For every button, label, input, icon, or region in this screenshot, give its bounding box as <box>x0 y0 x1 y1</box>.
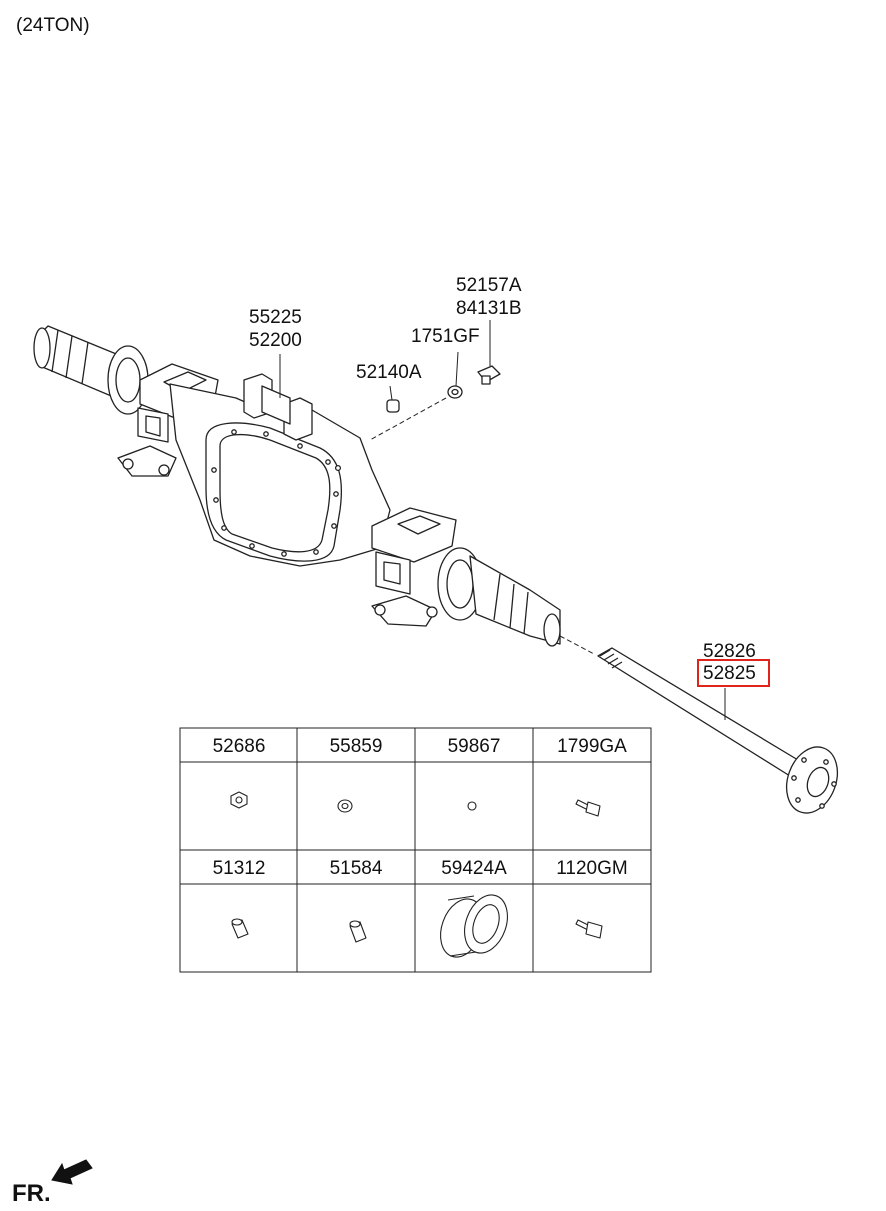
table-cell-51584[interactable]: 51584 <box>329 858 383 879</box>
callout-55225[interactable]: 55225 <box>249 307 302 328</box>
callout-52826[interactable]: 52826 <box>703 641 756 662</box>
callout-84131b[interactable]: 84131B <box>456 298 522 319</box>
parts-table <box>179 727 652 973</box>
gasket-1751gf <box>447 385 463 399</box>
callout-52200[interactable]: 52200 <box>249 330 302 351</box>
variant-label: (24TON) <box>16 15 90 36</box>
table-cell-51312[interactable]: 51312 <box>212 858 266 879</box>
highlight-box <box>697 659 770 687</box>
breather-plug-52140a <box>386 399 400 413</box>
part-icon-1799ga <box>575 799 601 817</box>
table-cell-55859[interactable]: 55859 <box>329 736 383 757</box>
part-icon-1120gm <box>575 919 603 939</box>
part-icon-51584 <box>349 920 367 943</box>
front-direction-label: FR. <box>12 1180 51 1207</box>
axle-shaft-52825 <box>597 647 839 814</box>
callout-52157a[interactable]: 52157A <box>456 275 522 296</box>
left-axle-spindle <box>33 325 149 415</box>
callout-1751gf[interactable]: 1751GF <box>411 326 480 347</box>
right-axle-spindle <box>437 547 561 647</box>
table-cell-1120gm[interactable]: 1120GM <box>556 858 628 879</box>
callout-52825[interactable]: 52825 <box>703 663 756 684</box>
part-icon-59867 <box>467 801 477 811</box>
table-cell-59867[interactable]: 59867 <box>447 736 501 757</box>
part-icon-59424a <box>440 894 508 958</box>
part-icon-52686 <box>230 791 248 809</box>
drain-plug-52157a <box>477 365 501 385</box>
axle-housing <box>169 383 391 567</box>
housing-mounting-pads <box>243 373 313 441</box>
table-cell-52686[interactable]: 52686 <box>212 736 266 757</box>
part-icon-55859 <box>337 799 353 813</box>
table-cell-59424a[interactable]: 59424A <box>441 858 507 879</box>
leader-lines <box>279 320 726 720</box>
right-spring-seat <box>371 507 457 627</box>
callout-52140a[interactable]: 52140A <box>356 362 422 383</box>
table-cell-1799ga[interactable]: 1799GA <box>557 736 627 757</box>
part-icon-51312 <box>231 918 249 939</box>
front-arrow-icon <box>51 1159 93 1185</box>
